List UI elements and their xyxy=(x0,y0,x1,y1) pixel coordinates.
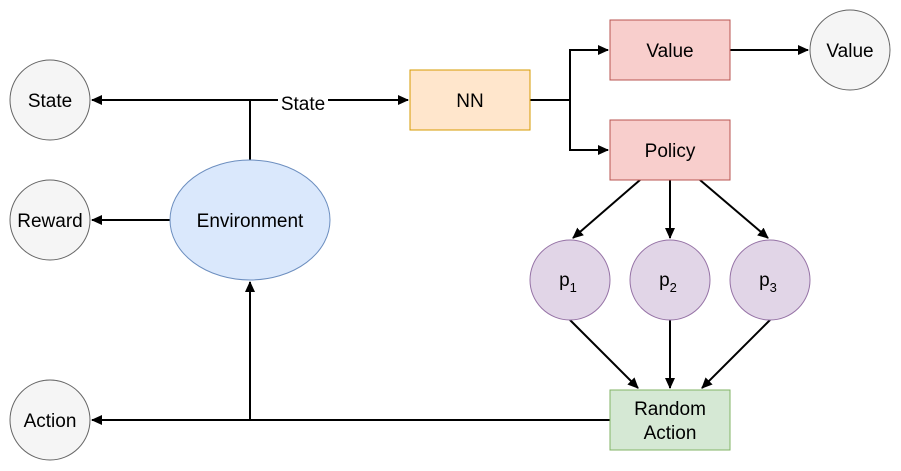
node-p3: p3 xyxy=(729,239,811,321)
edge-label-state: State xyxy=(278,92,328,115)
node-value-box: Value xyxy=(609,19,731,81)
value-box xyxy=(609,19,731,81)
edge-nn-to-value xyxy=(569,45,609,100)
edge-label-background xyxy=(278,92,328,112)
p3-circle xyxy=(729,239,811,321)
p1-label: p1 xyxy=(559,270,577,295)
action-circle xyxy=(9,379,91,461)
node-reward: Reward xyxy=(9,179,91,261)
p3-base: p xyxy=(759,270,770,291)
p1-base: p xyxy=(559,270,570,291)
p2-label: p2 xyxy=(659,270,677,295)
node-random-action: Random Action xyxy=(609,389,731,451)
nn-box xyxy=(409,69,531,131)
node-p1: p1 xyxy=(529,239,611,321)
p2-subscript: 2 xyxy=(670,280,677,295)
edge-p1-to-random-action xyxy=(569,319,639,389)
action-label: Action xyxy=(24,411,77,432)
random-action-label-line1: Random xyxy=(634,399,706,420)
reward-circle xyxy=(9,179,91,261)
state-circle xyxy=(9,59,91,141)
edge-policy-to-p1 xyxy=(572,179,641,239)
edges xyxy=(91,45,809,425)
node-environment: Environment xyxy=(169,159,331,281)
reward-label: Reward xyxy=(17,211,82,232)
node-value-out: Value xyxy=(809,9,891,91)
p2-base: p xyxy=(659,270,670,291)
edge-nn-to-policy xyxy=(569,100,609,155)
environment-label: Environment xyxy=(197,211,304,232)
edge-policy-to-p3 xyxy=(699,179,769,239)
node-p2: p2 xyxy=(629,239,711,321)
edge-label-state-text: State xyxy=(281,94,325,115)
random-action-box xyxy=(609,389,731,451)
p1-circle xyxy=(529,239,611,321)
p2-circle xyxy=(629,239,711,321)
edge-p3-to-random-action xyxy=(701,319,771,389)
p3-subscript: 3 xyxy=(770,280,777,295)
node-state: State xyxy=(9,59,91,141)
value-out-circle xyxy=(809,9,891,91)
environment-ellipse xyxy=(169,159,331,281)
policy-box xyxy=(609,119,731,181)
p3-label: p3 xyxy=(759,270,777,295)
node-nn: NN xyxy=(409,69,531,131)
node-action: Action xyxy=(9,379,91,461)
value-out-label: Value xyxy=(826,41,873,62)
random-action-label-line2: Action xyxy=(644,423,697,444)
policy-label: Policy xyxy=(645,141,696,162)
node-policy: Policy xyxy=(609,119,731,181)
state-label: State xyxy=(28,91,72,112)
p1-subscript: 1 xyxy=(570,280,577,295)
value-box-label: Value xyxy=(646,41,693,62)
nn-label: NN xyxy=(456,91,483,112)
